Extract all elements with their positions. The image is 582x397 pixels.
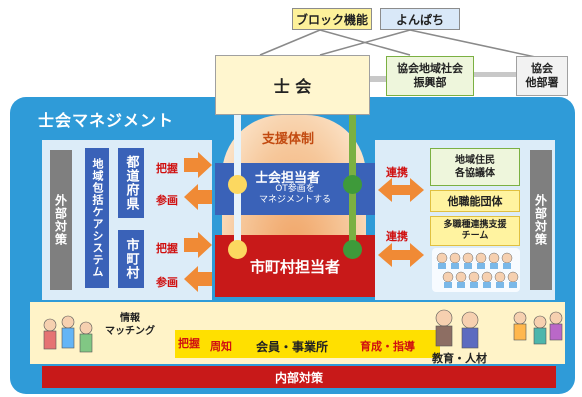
- left-participate-2: 参画: [156, 276, 178, 289]
- left-external-label: 外部対策: [50, 150, 72, 290]
- left-participate-1: 参画: [156, 194, 178, 207]
- right-coop-2: 連携: [386, 230, 408, 243]
- dot-green-bottom: [343, 240, 362, 259]
- other-dept-box: 協会 他部署: [516, 56, 568, 96]
- shikai-dept-connector: [370, 76, 388, 82]
- bottom-notify: 周知: [210, 340, 232, 353]
- block-function-box: ブロック機能: [292, 8, 372, 30]
- multi-prof-box: 多職種連携支援 チーム: [430, 216, 520, 246]
- dot-green-top: [343, 175, 362, 194]
- members-yellow-band: [175, 330, 440, 358]
- yonpachi-box: よんぱち: [380, 8, 460, 30]
- left-grasp-2: 把握: [156, 242, 178, 255]
- left-grasp-1: 把握: [156, 162, 178, 175]
- other-prof-box: 他職能団体: [430, 190, 520, 212]
- care-system-label: 地域包括ケアシステム: [85, 148, 109, 288]
- city-box: 市町村: [118, 230, 144, 288]
- support-label: 支援体制: [262, 132, 315, 147]
- officer-sub: OT参画を マネジメントする: [258, 184, 331, 205]
- internal-measures-bar: 内部対策: [42, 366, 556, 388]
- regional-dept-box: 協会地域社会 振興部: [386, 56, 474, 96]
- bottom-members: 会員・事業所: [256, 340, 329, 354]
- right-coop-1: 連携: [386, 166, 408, 179]
- right-external-label: 外部対策: [530, 150, 552, 290]
- prefecture-box: 都道府県: [118, 148, 144, 218]
- dept-dept-connector: [474, 72, 516, 77]
- officer-title: 士会担当者: [255, 171, 321, 186]
- residents-box: 地域住民 各協議体: [430, 148, 520, 186]
- bottom-grasp: 把握: [178, 337, 200, 350]
- dot-yellow-top: [228, 175, 247, 194]
- dot-yellow-bottom: [228, 240, 247, 259]
- panel-title: 士会マネジメント: [38, 111, 175, 130]
- shikai-box: 士 会: [215, 55, 370, 115]
- bottom-train: 育成・指導: [360, 340, 415, 353]
- bottom-education: 教育・人材: [432, 352, 487, 365]
- info-matching-label: 情報 マッチング: [105, 313, 155, 337]
